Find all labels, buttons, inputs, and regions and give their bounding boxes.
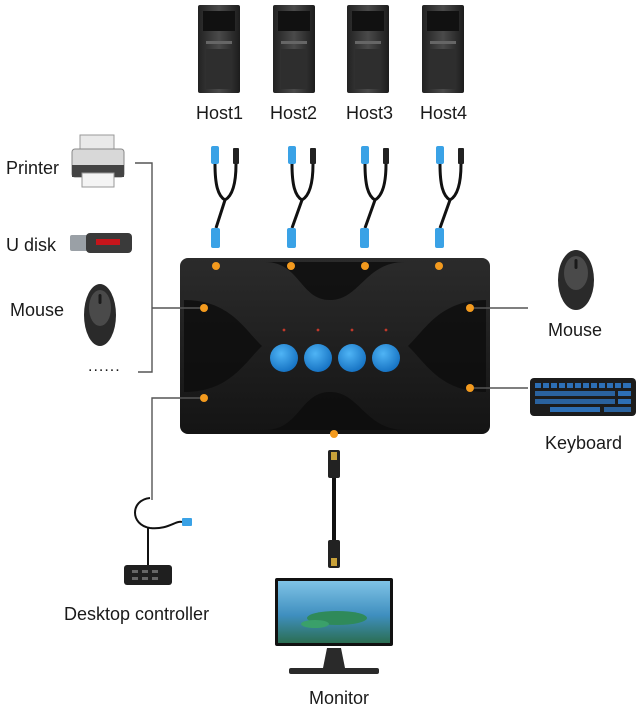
keyboard-label: Keyboard — [545, 433, 623, 453]
monitor-port-dot — [330, 430, 338, 438]
kvm-switch — [180, 258, 490, 434]
host-3-cable — [360, 146, 389, 248]
host-2-tower-icon — [273, 5, 315, 93]
left-usb-port-dot — [200, 304, 208, 312]
left-mouse-icon — [84, 284, 116, 346]
monitor-label: Monitor — [309, 688, 370, 708]
printer-icon — [71, 134, 125, 188]
left-controller-port-dot — [200, 394, 208, 402]
right-mouse-port-dot — [466, 304, 474, 312]
switch-button-3[interactable] — [338, 344, 366, 372]
desktop-controller-icon — [124, 565, 172, 585]
host-2-port-dot — [287, 262, 295, 270]
monitor-icon — [275, 578, 393, 674]
keyboard-icon — [530, 378, 636, 416]
host-4-label: Host4 — [420, 103, 468, 123]
printer-label: Printer — [6, 158, 60, 178]
udisk-label: U disk — [6, 235, 57, 255]
host-4-cable — [435, 146, 464, 248]
desktop-controller-label: Desktop controller — [64, 604, 210, 624]
host-2-label: Host2 — [270, 103, 318, 123]
host-1-cable — [211, 146, 239, 248]
host-1-port-dot — [212, 262, 220, 270]
host-3-tower-icon — [347, 5, 389, 93]
desktop-controller-line — [151, 397, 200, 500]
left-usb-bracket — [135, 162, 200, 373]
switch-button-1[interactable] — [270, 344, 298, 372]
left-mouse-label: Mouse — [10, 300, 65, 320]
monitor-cable — [328, 450, 340, 568]
switch-button-4[interactable] — [372, 344, 400, 372]
host-1-tower-icon — [198, 5, 240, 93]
host-1-label: Host1 — [196, 103, 244, 123]
host-3-label: Host3 — [346, 103, 394, 123]
led-4 — [384, 328, 388, 332]
right-mouse-label: Mouse — [548, 320, 603, 340]
desktop-controller-cable — [134, 497, 192, 565]
right-mouse-icon — [558, 250, 594, 310]
host-2-cable — [287, 146, 316, 248]
led-1 — [282, 328, 286, 332]
led-2 — [316, 328, 320, 332]
more-devices-label: ...... — [88, 358, 121, 375]
host-4-port-dot — [435, 262, 443, 270]
right-keyboard-port-dot — [466, 384, 474, 392]
host-3-port-dot — [361, 262, 369, 270]
switch-button-2[interactable] — [304, 344, 332, 372]
host-4-tower-icon — [422, 5, 464, 93]
led-3 — [350, 328, 354, 332]
udisk-icon — [70, 233, 132, 253]
